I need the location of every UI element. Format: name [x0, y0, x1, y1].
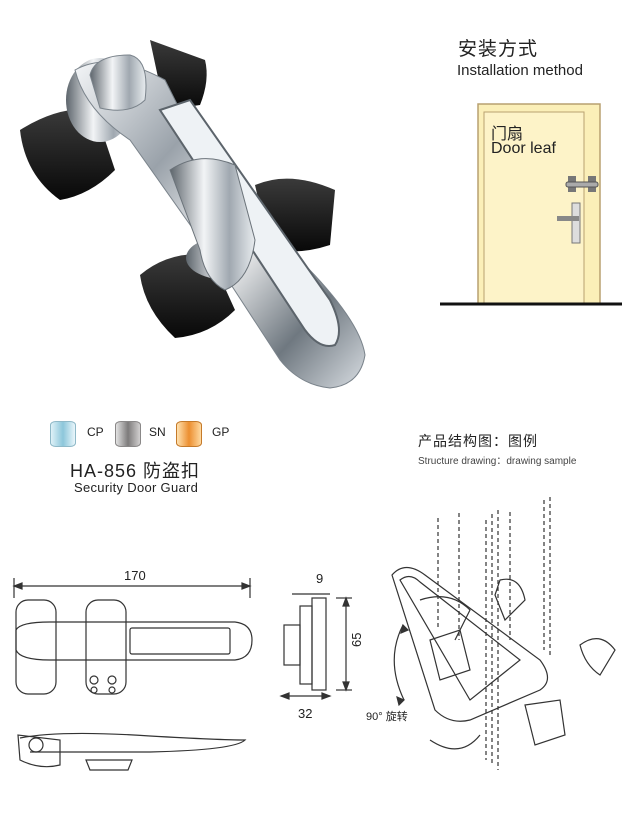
dim-top-width: 9: [316, 571, 324, 586]
finish-swatch-gp: [176, 421, 202, 447]
finish-label-gp: GP: [212, 425, 230, 439]
structure-title-en: Structure drawing：drawing sample: [418, 456, 577, 467]
finish-swatch-cp: [50, 421, 76, 447]
door-guard-icon: [565, 176, 599, 192]
guard-lever: [169, 158, 256, 291]
finish-label-cp: CP: [87, 425, 104, 439]
door-label-en: Door leaf: [491, 140, 556, 157]
dim-height: 65: [349, 632, 364, 647]
installation-title-en: Installation method: [457, 62, 583, 79]
model-title: HA-856 防盗扣: [70, 461, 201, 481]
finish-label-sn: SN: [149, 425, 166, 439]
finish-swatch-sn: [115, 421, 141, 447]
dim-length: 170: [124, 568, 146, 583]
door-handle-icon: [557, 202, 581, 244]
structure-title-cn: 产品结构图：图例: [418, 433, 538, 449]
door-leaf: [483, 111, 585, 305]
installation-title-cn: 安装方式: [458, 39, 539, 60]
product-name-en: Security Door Guard: [74, 480, 199, 495]
rotation-label: 90° 旋转: [366, 711, 408, 723]
dim-depth: 32: [298, 706, 313, 721]
door-label-cn: 门扇: [491, 126, 524, 143]
